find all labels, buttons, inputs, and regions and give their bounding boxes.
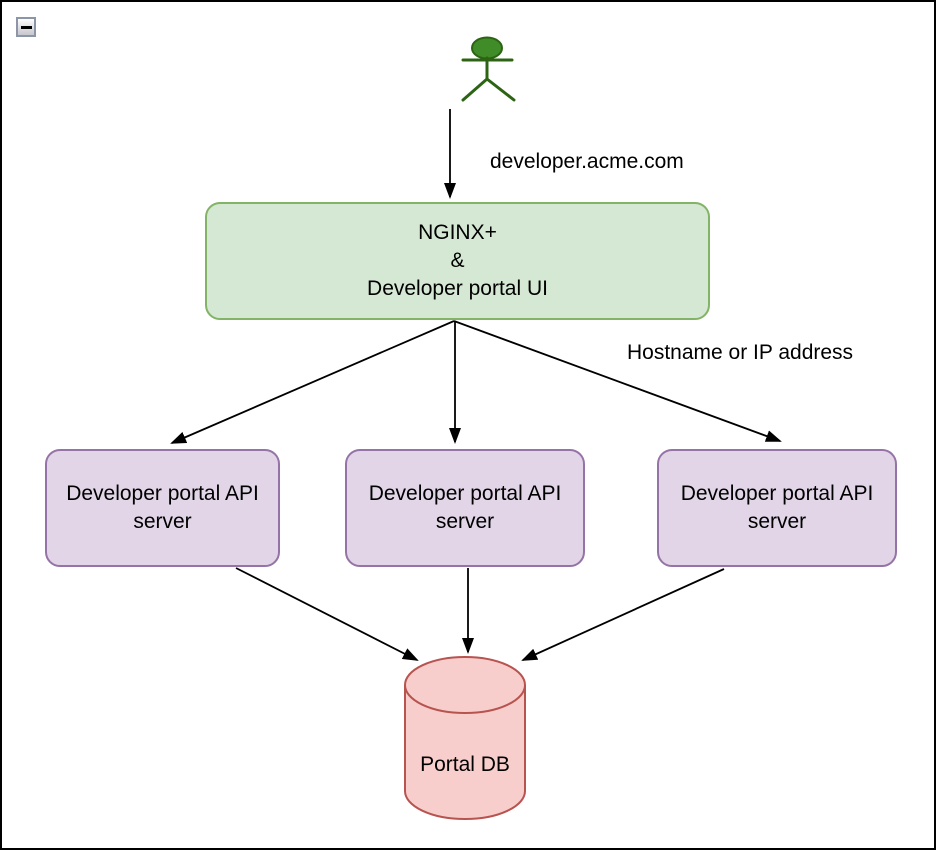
edge-api-3-to-db (521, 568, 725, 661)
minus-icon (20, 25, 32, 29)
cylinder-top-ellipse (404, 656, 526, 714)
api-server-label: Developer portal API server (66, 482, 259, 533)
api-server-node-2[interactable]: Developer portal API server (345, 449, 585, 567)
person-stick-figure-icon (471, 36, 503, 60)
api-server-node-3[interactable]: Developer portal API server (657, 449, 897, 567)
edge-api-1-to-db (235, 567, 419, 661)
edge-gateway-to-api-1 (170, 320, 455, 444)
cylinder-database-icon (404, 685, 526, 820)
nginx-gateway-label: NGINX+ & Developer portal UI (367, 221, 548, 300)
api-server-node-1[interactable]: Developer portal API server (45, 449, 280, 567)
domain-edge-label: developer.acme.com (490, 150, 684, 173)
database-label: Portal DB (420, 753, 510, 776)
database-node[interactable] (404, 656, 526, 820)
user-actor-node[interactable] (461, 36, 516, 102)
api-server-label: Developer portal API server (368, 482, 562, 533)
api-server-label: Developer portal API server (680, 482, 874, 533)
hostname-edge-label: Hostname or IP address (627, 341, 854, 364)
nginx-gateway-node[interactable]: NGINX+ & Developer portal UI (205, 202, 710, 320)
actor-leg-left (461, 77, 489, 102)
actor-leg-right (485, 77, 516, 102)
edge-gateway-to-api-3 (453, 320, 782, 442)
collapse-group-button[interactable] (16, 17, 36, 37)
